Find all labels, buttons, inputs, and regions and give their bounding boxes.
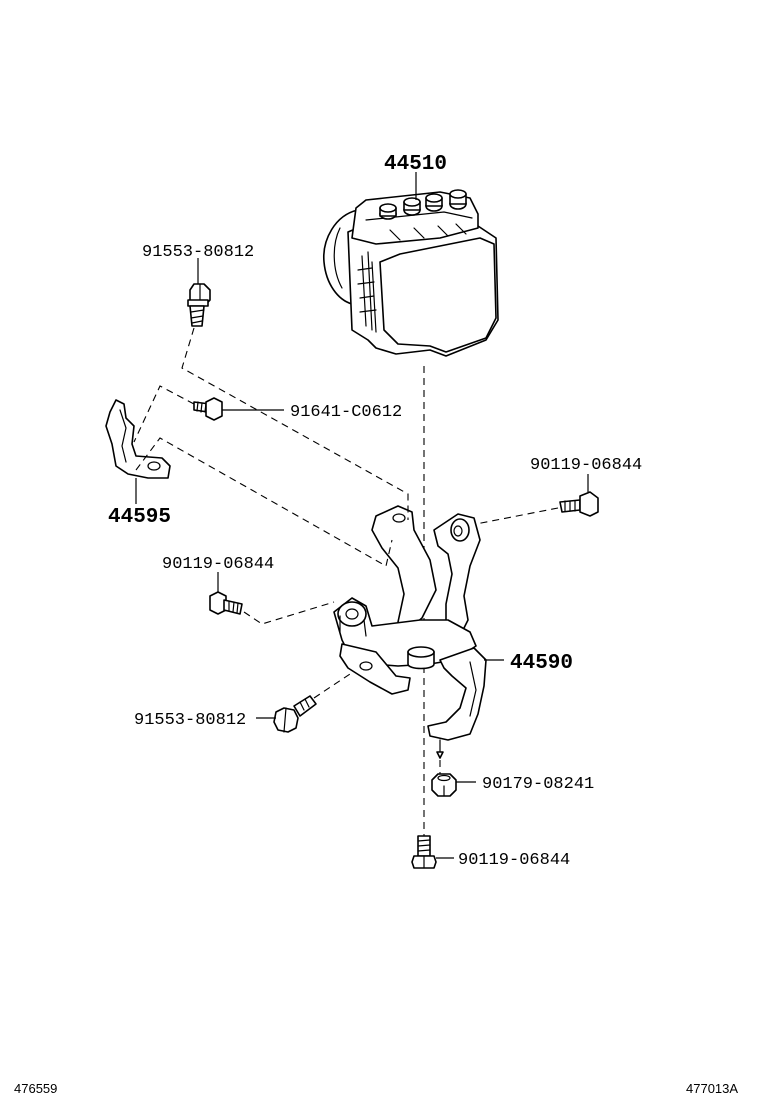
bolt-91641-C0612[interactable] — [193, 397, 223, 421]
bolt-90119-06844-left[interactable] — [209, 591, 243, 615]
abs-actuator-44510[interactable] — [323, 189, 499, 357]
label-90119-06844-left: 90119-06844 — [162, 555, 274, 574]
bolt-91553-80812-top[interactable] — [187, 283, 211, 327]
label-91553-80812-top: 91553-80812 — [142, 243, 254, 262]
bolt-90119-06844-bottom[interactable] — [411, 835, 437, 869]
label-44510: 44510 — [384, 153, 447, 176]
bracket-44590[interactable] — [333, 505, 487, 759]
nut-90179-08241[interactable] — [431, 773, 457, 797]
footer-right-ref: 477013A — [686, 1081, 738, 1096]
label-44595: 44595 — [108, 506, 171, 529]
label-90179-08241: 90179-08241 — [482, 775, 594, 794]
bolt-91553-80812-lower[interactable] — [273, 695, 317, 733]
bracket-44595[interactable] — [105, 399, 171, 479]
footer-left-ref: 476559 — [14, 1081, 57, 1096]
label-91641-C0612: 91641-C0612 — [290, 403, 402, 422]
label-90119-06844-bottom: 90119-06844 — [458, 851, 570, 870]
bolt-90119-06844-right[interactable] — [559, 491, 599, 517]
label-44590: 44590 — [510, 652, 573, 675]
label-91553-80812-lower: 91553-80812 — [134, 711, 246, 730]
label-90119-06844-right: 90119-06844 — [530, 456, 642, 475]
